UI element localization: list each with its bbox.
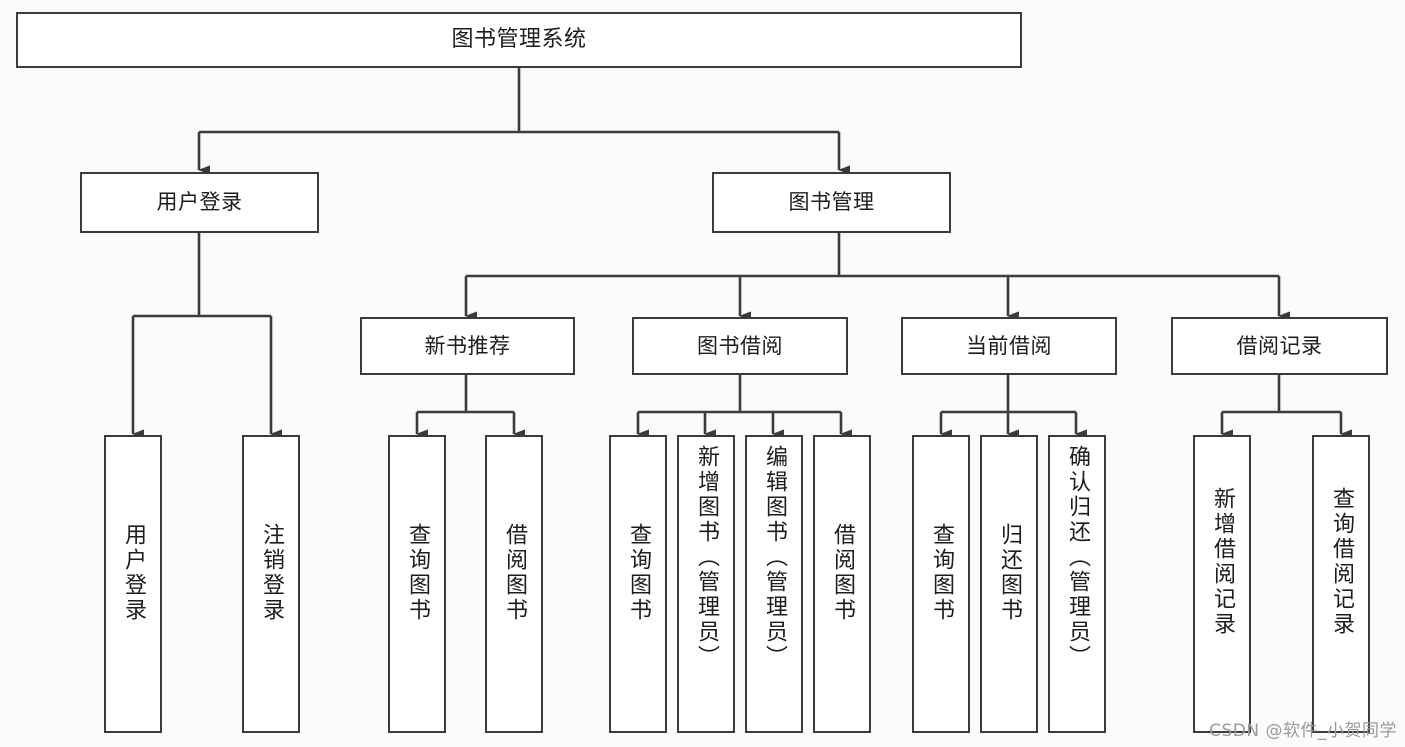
node-label: 归还图书 (997, 523, 1022, 623)
node-leaf-confirm-return[interactable]: 确认归还（管理员） (1048, 435, 1106, 733)
node-label: 借阅记录 (1236, 333, 1323, 358)
node-label: 用户登录 (121, 523, 146, 623)
node-leaf-query-book-1[interactable]: 查询图书 (388, 435, 446, 733)
node-current-borrow[interactable]: 当前借阅 (901, 317, 1117, 375)
node-label: 确认归还（管理员） (1065, 445, 1090, 670)
node-root-system[interactable]: 图书管理系统 (16, 12, 1022, 68)
node-leaf-logout[interactable]: 注销登录 (242, 435, 300, 733)
node-leaf-add-record[interactable]: 新增借阅记录 (1193, 435, 1251, 733)
node-label: 图书管理 (788, 190, 875, 215)
node-leaf-user-login[interactable]: 用户登录 (104, 435, 162, 733)
node-borrow-record[interactable]: 借阅记录 (1171, 317, 1388, 375)
node-leaf-query-book-3[interactable]: 查询图书 (912, 435, 970, 733)
node-label: 借阅图书 (830, 523, 855, 623)
node-label: 查询图书 (929, 523, 954, 623)
node-leaf-return-book[interactable]: 归还图书 (980, 435, 1038, 733)
node-label: 查询图书 (626, 523, 651, 623)
node-label: 新增借阅记录 (1210, 487, 1235, 637)
node-leaf-edit-book[interactable]: 编辑图书（管理员） (745, 435, 803, 733)
node-label: 用户登录 (156, 190, 243, 215)
node-book-borrow[interactable]: 图书借阅 (632, 317, 848, 375)
node-book-manage[interactable]: 图书管理 (712, 172, 951, 233)
node-label: 新增图书（管理员） (694, 445, 719, 670)
node-user-login[interactable]: 用户登录 (80, 172, 319, 233)
node-label: 图书管理系统 (451, 27, 587, 53)
node-leaf-query-record[interactable]: 查询借阅记录 (1312, 435, 1370, 733)
node-label: 查询借阅记录 (1329, 487, 1354, 637)
watermark-credit: CSDN @软件_小贺同学 (1209, 721, 1397, 741)
node-label: 当前借阅 (966, 333, 1052, 358)
node-leaf-query-book-2[interactable]: 查询图书 (609, 435, 667, 733)
node-label: 图书借阅 (697, 333, 783, 358)
node-leaf-borrow-book-1[interactable]: 借阅图书 (485, 435, 543, 733)
node-label: 查询图书 (405, 523, 430, 623)
node-label: 注销登录 (259, 523, 284, 623)
node-label: 新书推荐 (424, 333, 511, 358)
node-leaf-add-book[interactable]: 新增图书（管理员） (677, 435, 735, 733)
node-leaf-borrow-book-2[interactable]: 借阅图书 (813, 435, 871, 733)
node-label: 借阅图书 (502, 523, 527, 623)
node-new-book-rec[interactable]: 新书推荐 (360, 317, 575, 375)
node-label: 编辑图书（管理员） (762, 445, 787, 670)
